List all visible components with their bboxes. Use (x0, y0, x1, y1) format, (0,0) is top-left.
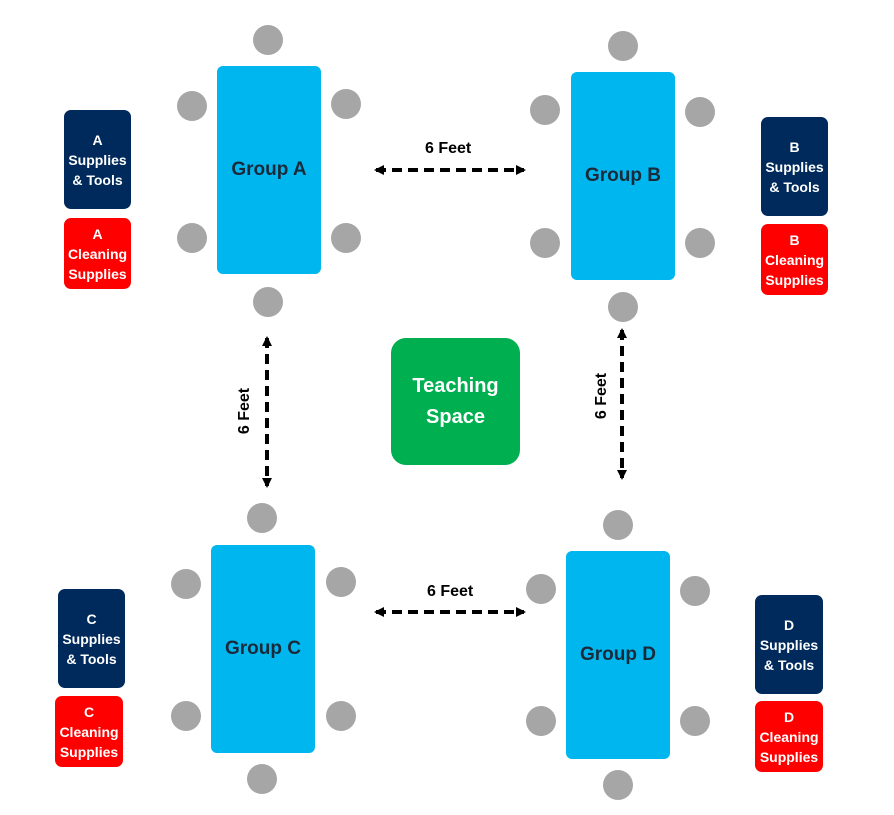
group-b-supplies-tools: B Supplies & Tools (761, 117, 828, 216)
chair (530, 95, 560, 125)
distance-label-ab: 6 Feet (425, 140, 472, 157)
chair (526, 574, 556, 604)
group-d-label: Group D (580, 644, 656, 665)
group-d-cleaning-supplies: D Cleaning Supplies (755, 701, 823, 772)
chair (326, 567, 356, 597)
chair (603, 770, 633, 800)
chair (253, 25, 283, 55)
group-b-label: Group B (585, 165, 661, 186)
group-a-label: Group A (231, 159, 307, 180)
chair (608, 31, 638, 61)
distance-label-cd: 6 Feet (427, 583, 474, 600)
chair (530, 228, 560, 258)
group-b-cleaning-supplies: B Cleaning Supplies (761, 224, 828, 295)
group-a-cleaning-supplies: A Cleaning Supplies (64, 218, 131, 289)
chair (680, 706, 710, 736)
chair (680, 576, 710, 606)
chair (326, 701, 356, 731)
teaching-space: Teaching Space (391, 338, 520, 465)
chair (685, 228, 715, 258)
chair (177, 91, 207, 121)
group-c-label: Group C (225, 638, 301, 659)
chair (253, 287, 283, 317)
group-d-table: Group D (566, 551, 670, 759)
chair (331, 89, 361, 119)
chair (171, 569, 201, 599)
chair (526, 706, 556, 736)
chair (685, 97, 715, 127)
chair (331, 223, 361, 253)
group-b-table: Group B (571, 72, 675, 280)
chair (247, 503, 277, 533)
group-c-cleaning-supplies: C Cleaning Supplies (55, 696, 123, 767)
chair (177, 223, 207, 253)
distance-label-bd: 6 Feet (593, 372, 610, 420)
chair (608, 292, 638, 322)
chair (247, 764, 277, 794)
group-c-supplies-tools: C Supplies & Tools (58, 589, 125, 688)
group-d-supplies-tools: D Supplies & Tools (755, 595, 823, 694)
chair (603, 510, 633, 540)
group-a-table: Group A (217, 66, 321, 274)
group-a-supplies-tools: A Supplies & Tools (64, 110, 131, 209)
distance-label-ac: 6 Feet (236, 387, 253, 435)
group-c-table: Group C (211, 545, 315, 753)
chair (171, 701, 201, 731)
